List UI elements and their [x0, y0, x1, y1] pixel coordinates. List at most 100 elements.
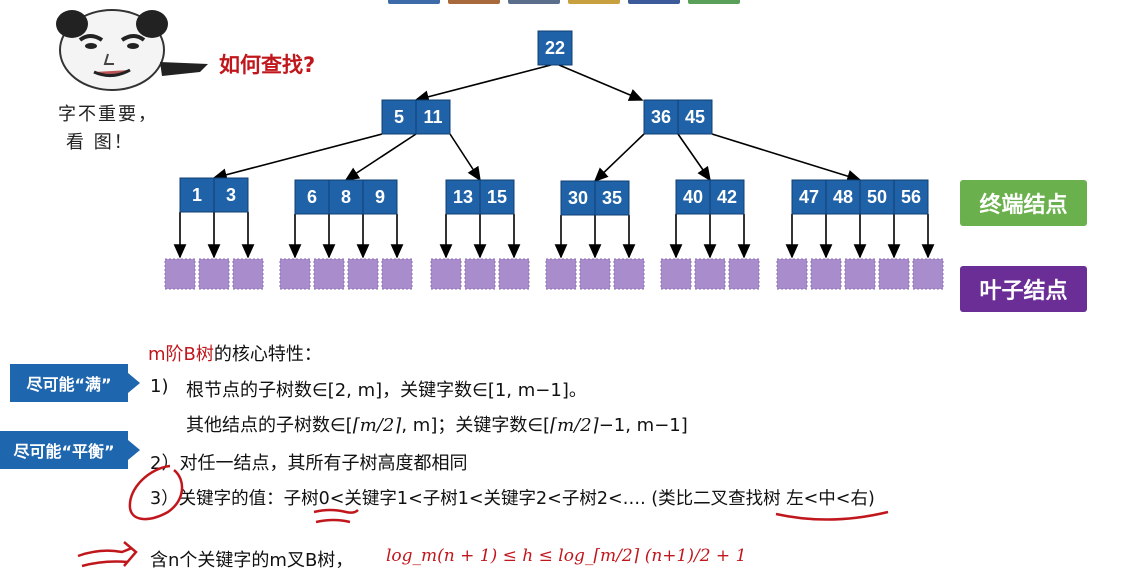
key-box: [677, 99, 713, 135]
edge-arrow: [558, 64, 644, 101]
key-label: 8: [341, 187, 351, 207]
key-box: [537, 30, 573, 66]
leaf-node: [728, 258, 760, 290]
top-tab: [628, 0, 680, 4]
key-label: 30: [568, 188, 588, 208]
top-tab: [508, 0, 560, 4]
leaf-node: [579, 258, 611, 290]
key-label: 42: [717, 187, 737, 207]
key-box: [594, 180, 630, 216]
terminal-node: 13 15: [445, 179, 515, 215]
key-label: 36: [651, 107, 671, 127]
property-2: 2）对任一结点，其所有子树高度都相同: [150, 453, 468, 474]
key-label: 13: [453, 187, 473, 207]
leaf-node: [613, 258, 645, 290]
key-label: 35: [602, 188, 622, 208]
key-label: 45: [685, 107, 705, 127]
leaf-node: [694, 258, 726, 290]
terminal-node: 40 42: [675, 179, 745, 215]
key-label: 15: [487, 187, 507, 207]
height-formula: log_m(n + 1) ≤ h ≤ log_⌈m/2⌉ (n+1)/2 + 1: [386, 546, 747, 566]
callout-full: 尽可能“满”: [10, 364, 140, 402]
properties-heading-rest: 的核心特性：: [213, 344, 322, 365]
leaf-node: [844, 258, 876, 290]
edge-arrow: [711, 133, 862, 183]
leaf-node: [381, 258, 413, 290]
key-box: [213, 177, 249, 213]
properties-heading-red: m阶B树: [148, 344, 214, 365]
panda-meme-icon: [56, 9, 208, 91]
key-box: [381, 99, 417, 135]
key-box: [362, 179, 398, 215]
leaf-node: [810, 258, 842, 290]
leaf-node: [232, 258, 264, 290]
callout-balanced: 尽可能“平衡”: [0, 431, 140, 469]
property-1b-post: −1, m−1]: [598, 415, 688, 436]
question-title: 如何查找?: [219, 53, 316, 77]
leaf-node: [878, 258, 910, 290]
edge-arrow: [344, 133, 417, 181]
top-tab: [568, 0, 620, 4]
leaf-node: [347, 258, 379, 290]
leaf-node: [498, 258, 530, 290]
key-label: 50: [867, 187, 887, 207]
leaf-node-tag: 叶子结点: [960, 266, 1087, 312]
key-label: 47: [799, 187, 819, 207]
leaf-node: [279, 258, 311, 290]
leaf-node: [313, 258, 345, 290]
edge-arrow: [449, 133, 481, 182]
top-tab: [448, 0, 500, 4]
terminal-node: 30 35: [560, 180, 630, 216]
leaf-node: [198, 258, 230, 290]
leaf-node: [464, 258, 496, 290]
key-label: 6: [307, 187, 317, 207]
key-box: [859, 179, 895, 215]
leaf-node: [545, 258, 577, 290]
key-box: [825, 179, 861, 215]
property-1b: 其他结点的子树数∈[⌈m/2⌉, m]；关键字数∈[⌈m/2⌉−1, m−1]: [186, 411, 688, 437]
properties-heading: m阶B树的核心特性：: [148, 340, 322, 366]
property-1-num: 1): [150, 376, 169, 397]
edge-arrow: [212, 133, 383, 181]
key-box: [294, 179, 330, 215]
internal-node: 5 11: [381, 99, 451, 135]
property-1b-math1: ⌈m/2⌉: [352, 415, 402, 436]
internal-node: 36 45: [643, 99, 713, 135]
key-label: 3: [226, 185, 236, 205]
property-3: 3）关键字的值：子树0<关键字1<子树1<关键字2<子树2<…. (类比二叉查找…: [150, 489, 875, 509]
terminal-node-tag: 终端结点: [960, 180, 1087, 226]
key-box: [415, 99, 451, 135]
meme-caption-line2: 看 图！: [66, 132, 134, 153]
property-1b-math2: ⌈m/2⌉: [550, 415, 599, 436]
top-tab: [388, 0, 440, 4]
key-box: [675, 179, 711, 215]
key-label: 22: [545, 38, 565, 58]
edge-arrow: [677, 133, 711, 182]
root-node: 22: [537, 30, 573, 66]
key-box: [479, 179, 515, 215]
meme-caption-line1: 字不重要，: [58, 104, 158, 125]
key-label: 48: [833, 187, 853, 207]
property-1: 根节点的子树数∈[2, m]，关键字数∈[1, m−1]。: [186, 380, 587, 401]
key-label: 9: [375, 187, 385, 207]
edge-arrow: [593, 133, 645, 183]
terminal-node: 6 8 9: [294, 179, 398, 215]
key-box: [709, 179, 745, 215]
key-label: 1: [192, 185, 202, 205]
key-label: 11: [423, 107, 442, 127]
key-label: 40: [683, 187, 703, 207]
key-box: [893, 179, 929, 215]
key-label: 5: [394, 107, 404, 127]
height-text: 含n个关键字的m叉B树，: [150, 550, 354, 571]
property-1b-pre: 其他结点的子树数∈[: [186, 415, 353, 436]
top-tab: [688, 0, 740, 4]
leaf-node: [164, 258, 196, 290]
key-box: [791, 179, 827, 215]
edge-arrow: [414, 64, 552, 103]
leaf-node: [912, 258, 944, 290]
leaf-node: [430, 258, 462, 290]
leaf-node: [660, 258, 692, 290]
